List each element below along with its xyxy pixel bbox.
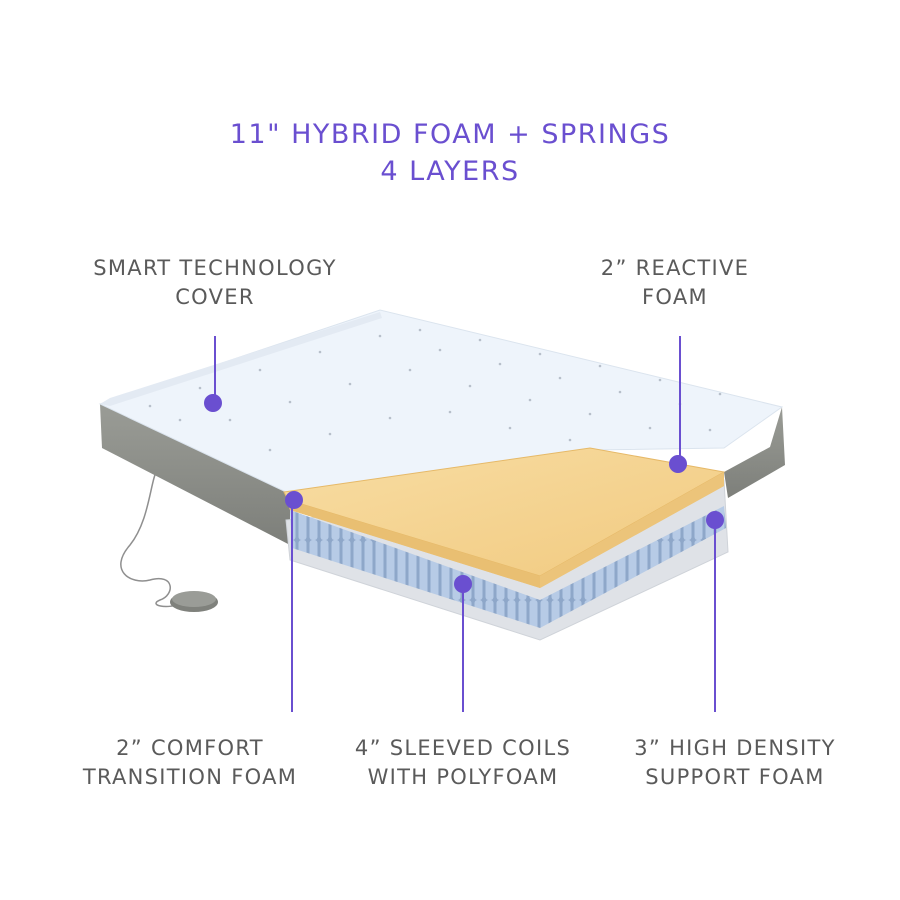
callout-dot-reactive [669,455,687,473]
label-line: SMART TECHNOLOGY [93,256,337,280]
callout-dot-support [706,511,724,529]
label-line: 4” SLEEVED COILS [354,736,572,760]
label-smart-technology-cover: SMART TECHNOLOGY COVER [60,254,370,312]
callout-dot-cover [204,394,222,412]
label-high-density-support-foam: 3” HIGH DENSITY SUPPORT FOAM [585,734,885,792]
callout-dot-comfort [285,491,303,509]
label-reactive-foam: 2” REACTIVE FOAM [540,254,810,312]
label-line: 2” REACTIVE [600,256,750,280]
label-line: SUPPORT FOAM [645,765,825,789]
title-line-2: 4 LAYERS [380,156,520,187]
label-line: 3” HIGH DENSITY [634,736,836,760]
title-line-1: 11" HYBRID FOAM + SPRINGS [229,119,671,150]
label-line: FOAM [642,285,708,309]
label-line: COVER [175,285,255,309]
cable [120,467,186,608]
label-sleeved-coils: 4” SLEEVED COILS WITH POLYFOAM [313,734,613,792]
label-line: TRANSITION FOAM [82,765,298,789]
label-comfort-transition-foam: 2” COMFORT TRANSITION FOAM [40,734,340,792]
label-line: 2” COMFORT [116,736,264,760]
callout-dot-coils [454,575,472,593]
label-line: WITH POLYFOAM [367,765,559,789]
mattress-side-left [100,404,290,545]
diagram-title: 11" HYBRID FOAM + SPRINGS 4 LAYERS [0,116,900,190]
cover-dots [148,328,722,452]
mattress-side-right [724,407,785,498]
coil-layer [290,510,540,628]
